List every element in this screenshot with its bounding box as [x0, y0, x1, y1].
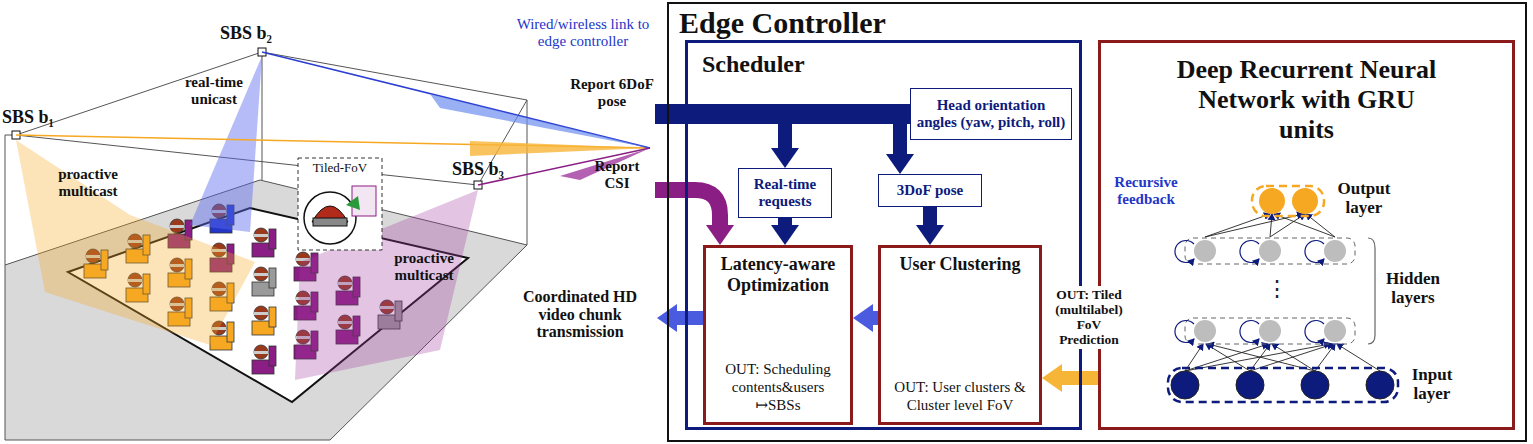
illustration-label: real-time unicast	[178, 74, 250, 107]
illustration-label: proactive multicast	[48, 166, 128, 199]
illustration-label: proactive multicast	[384, 250, 464, 283]
svg-text:⋮: ⋮	[1266, 276, 1288, 301]
user-seat	[252, 267, 276, 296]
box-heading: User Clustering	[881, 248, 1039, 275]
illustration-label: Report CSI	[590, 158, 644, 191]
process-box: 3DoF pose	[878, 174, 982, 207]
user-seat	[252, 228, 276, 257]
illustration-label: SBS b₁	[2, 108, 92, 128]
user-seat	[252, 306, 276, 335]
box-heading: Real-time requests	[739, 173, 831, 214]
neural-network: ⋮	[1168, 186, 1398, 402]
edge-label: OUT: Tiled (multilabel) FoV Prediction	[1046, 286, 1132, 349]
illustration-label: Wired/wireless link to edge controller	[508, 16, 658, 49]
box-body: OUT: User clusters & Cluster level FoV	[881, 378, 1039, 422]
region-box: Head orientation angles (yaw, pitch, rol…	[667, 2, 1527, 442]
region-box: Head orientation angles (yaw, pitch, rol…	[685, 40, 1082, 430]
illustration-label: SBS b₃	[452, 160, 542, 180]
box-heading: Latency-aware Optimization	[706, 248, 850, 295]
flow-arrow	[778, 218, 792, 225]
illustration-label: Coordinated HD video chunk transmission	[510, 288, 650, 341]
process-box: Latency-aware OptimizationOUT: Schedulin…	[703, 245, 853, 425]
box-heading: Head orientation angles (yaw, pitch, rol…	[911, 94, 1071, 135]
box-heading: 3DoF pose	[879, 179, 981, 202]
illustration-label: SBS b₂	[220, 24, 310, 44]
box-heading: Edge Controller	[669, 4, 1525, 43]
box-body: OUT: Scheduling contents&users ↦SBSs	[706, 360, 850, 422]
flow-arrow	[923, 207, 937, 225]
user-seat	[252, 345, 276, 374]
process-box: Real-time requests	[738, 168, 832, 218]
flow-arrows	[655, 114, 910, 318]
process-box: User ClusteringOUT: User clusters & Clus…	[878, 245, 1042, 425]
beams	[16, 56, 478, 380]
process-box: Head orientation angles (yaw, pitch, rol…	[910, 88, 1072, 140]
illustration-label: Hidden layers	[1382, 270, 1444, 307]
tiled-fov-inset	[298, 158, 382, 250]
illustration-label: Report 6DoF pose	[570, 76, 654, 109]
region-box: Deep Recurrent Neural Network with GRU u…	[1098, 40, 1515, 430]
box-heading: Deep Recurrent Neural Network with GRU u…	[1169, 43, 1444, 145]
box-heading: Scheduler	[688, 43, 1079, 87]
illustration-label: Output layer	[1334, 180, 1394, 217]
illustration-label: Tiled-FoV	[300, 161, 380, 175]
illustration-label: Recursive feedback	[1108, 174, 1184, 207]
illustration-label: Input layer	[1402, 366, 1462, 403]
